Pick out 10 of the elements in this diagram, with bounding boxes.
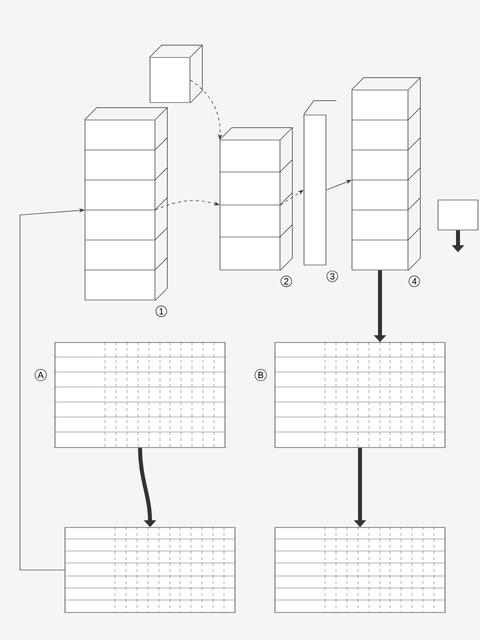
table-drawing — [274, 526, 446, 613]
circled-label: A — [34, 368, 47, 382]
note-box — [438, 200, 478, 230]
circled-label: 2 — [280, 276, 292, 288]
circled-label: 1 — [156, 306, 167, 317]
block-drawing — [149, 44, 204, 104]
table-drawing — [64, 526, 236, 613]
circled-label: B — [254, 368, 267, 382]
circled-label: 4 — [408, 276, 420, 287]
circled-label: 3 — [326, 270, 338, 282]
